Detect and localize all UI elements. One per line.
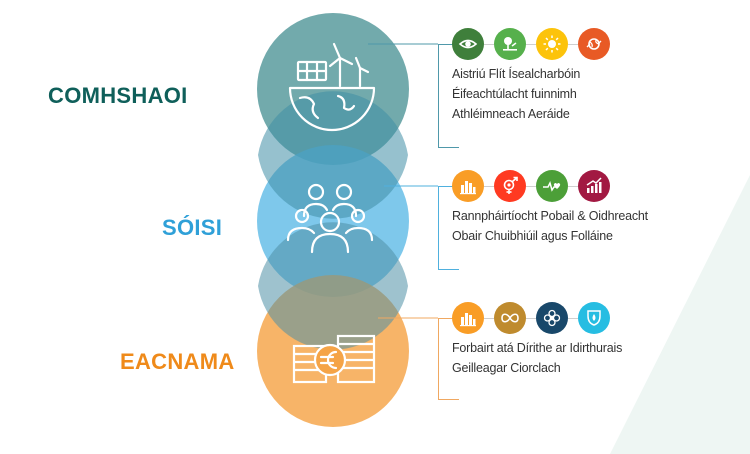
environment-sdg-icons	[452, 28, 620, 60]
water-icon	[578, 302, 610, 334]
environment-social-overlap	[258, 91, 408, 219]
city-icon	[452, 302, 484, 334]
sun-icon	[536, 28, 568, 60]
pillar-label-economic: EACNAMA	[120, 349, 235, 374]
flower-icon	[536, 302, 568, 334]
list-item: Athléimneach Aeráide	[452, 107, 570, 121]
environment-bracket	[438, 44, 459, 148]
list-item: Éifeachtúlacht fuinnimh	[452, 87, 577, 101]
social-bracket	[438, 186, 459, 270]
pillar-label-social: SÓISI	[162, 215, 223, 240]
list-item: Obair Chuibhiúil agus Folláine	[452, 229, 613, 243]
nature-icon	[494, 28, 526, 60]
coins-euro-icon	[292, 334, 376, 384]
city-icon	[452, 170, 484, 202]
environment-items: Aistriú Flít Ísealcharbóin Éifeachtúlach…	[452, 64, 580, 124]
pillar-label-environment: COMHSHAOI	[48, 83, 188, 108]
growth-chart-icon	[578, 170, 610, 202]
health-icon	[536, 170, 568, 202]
list-item: Aistriú Flít Ísealcharbóin	[452, 67, 581, 81]
list-item: Forbairt atá Dírithe ar Idirthurais	[452, 341, 623, 355]
social-sdg-icons	[452, 170, 620, 202]
people-group-icon	[286, 183, 374, 254]
social-economic-overlap	[258, 222, 408, 350]
list-item: Rannpháirtíocht Pobail & Oidhreacht	[452, 209, 648, 223]
infinity-icon	[494, 302, 526, 334]
economic-bracket	[438, 318, 459, 400]
climate-icon	[578, 28, 610, 60]
eye-icon	[452, 28, 484, 60]
economic-items: Forbairt atá Dírithe ar Idirthurais Geil…	[452, 338, 622, 378]
gender-icon	[494, 170, 526, 202]
list-item: Geilleagar Ciorclach	[452, 361, 561, 375]
social-items: Rannpháirtíocht Pobail & Oidhreacht Obai…	[452, 206, 648, 246]
globe-solar-wind-icon	[288, 42, 376, 132]
economic-sdg-icons	[452, 302, 620, 334]
